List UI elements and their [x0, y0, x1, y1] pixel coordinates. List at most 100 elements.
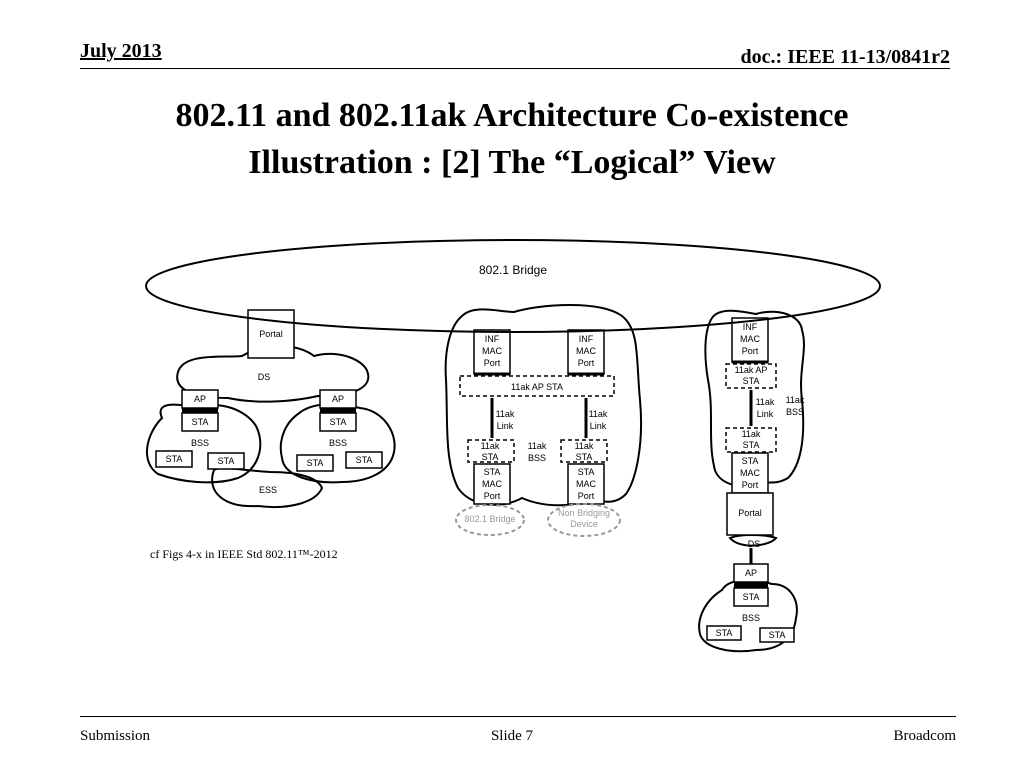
- r-link-l2: Link: [757, 409, 774, 419]
- bridge-ellipse: [145, 239, 881, 333]
- sta-mac-port-1: [473, 463, 511, 505]
- sta-mac-2-l3: Port: [578, 491, 595, 501]
- right-bss-cloud: [698, 579, 798, 653]
- ess-label: ESS: [259, 485, 277, 495]
- link-1-l1: 11ak: [496, 409, 515, 419]
- r-inf-l3: Port: [742, 346, 759, 356]
- right-boxes: [706, 317, 795, 643]
- header-divider: [80, 68, 950, 69]
- footer-left: Submission: [80, 728, 151, 744]
- r-inf-l2: MAC: [740, 334, 761, 344]
- bss-l2: BSS: [528, 453, 546, 463]
- r-stamac-l1: STA: [742, 456, 759, 466]
- footer-slide-number: Slide 7: [490, 728, 534, 744]
- r-apsta-l2: STA: [743, 376, 760, 386]
- right-thick-lines: [732, 360, 768, 589]
- sta-mac-2-l2: MAC: [576, 479, 597, 489]
- r-aksta-l2: STA: [743, 440, 760, 450]
- right-dashed: [725, 363, 777, 453]
- sta-box-bss1-b: [207, 452, 245, 470]
- inf-2-l1: INF: [579, 334, 594, 344]
- middle-labels: INF MAC Port INF MAC Port 11ak AP STA 11…: [464, 334, 610, 529]
- sta-box-bottom-b: [759, 627, 795, 643]
- sta-label-right: STA: [330, 417, 347, 427]
- ak-sta-box-2: [560, 439, 608, 463]
- bss-l1: 11ak: [528, 441, 547, 451]
- r-bss-label: BSS: [742, 613, 760, 623]
- portal-label: Portal: [259, 329, 283, 339]
- inf-mac-port-right: [731, 317, 769, 363]
- sta-mac-1-l2: MAC: [482, 479, 503, 489]
- inf-1-l2: MAC: [482, 346, 503, 356]
- sta-label-bss1-a: STA: [166, 454, 183, 464]
- r-link-l1: 11ak: [756, 397, 775, 407]
- ak-sta-1-l2: STA: [482, 452, 499, 462]
- slide-title: 802.11 and 802.11ak Architecture Co-exis…: [0, 92, 1024, 186]
- r-sta-label: STA: [743, 592, 760, 602]
- ak-sta-box-right: [725, 427, 777, 453]
- ds-cloud: [176, 345, 370, 403]
- left-ess-thick-lines: [182, 407, 356, 414]
- portal-box-right: [726, 492, 774, 536]
- sta-box-bottom-a: [706, 625, 742, 641]
- sta-box-bss2-a: [296, 454, 334, 472]
- bss-label-right: BSS: [329, 438, 347, 448]
- sta-label-left: STA: [192, 417, 209, 427]
- link-1-l2: Link: [497, 421, 514, 431]
- ap-sta-label: 11ak AP STA: [511, 382, 563, 392]
- r-ds-label: DS: [748, 539, 761, 549]
- r-stamac-l3: Port: [742, 480, 759, 490]
- r-sta-a-label: STA: [716, 628, 733, 638]
- link-2-l2: Link: [590, 421, 607, 431]
- sta-mac-1-l3: Port: [484, 491, 501, 501]
- left-ess-labels: Portal DS AP STA AP STA BSS BSS STA STA …: [166, 329, 373, 495]
- header-doc-id: doc.: IEEE 11-13/0841r2: [740, 46, 950, 68]
- nonbridging-l2: Device: [570, 519, 598, 529]
- sta-box-bss1-a: [155, 450, 193, 468]
- middle-thick-lines: [474, 372, 604, 438]
- figure-caption: cf Figs 4-x in IEEE Std 802.11™-2012: [150, 547, 338, 561]
- ap-sta-box: [459, 375, 615, 397]
- inf-2-l3: Port: [578, 358, 595, 368]
- middle-group: [444, 304, 643, 507]
- middle-boxes: [473, 329, 605, 505]
- ds-label: DS: [258, 372, 271, 382]
- inf-1-l3: Port: [484, 358, 501, 368]
- ap-label-left: AP: [194, 394, 206, 404]
- right-labels: INF MAC Port 11ak AP STA 11ak Link 11ak …: [716, 322, 805, 640]
- sta-mac-port-right: [731, 452, 769, 494]
- bridge-cloud-label: 802.1 Bridge: [464, 514, 515, 524]
- footer-divider: [80, 716, 956, 717]
- bridge-ellipse-label: 802.1 Bridge: [479, 263, 547, 277]
- inf-1-l1: INF: [485, 334, 500, 344]
- bridge-dash-cloud: [455, 504, 525, 536]
- r-portal-label: Portal: [738, 508, 762, 518]
- ak-sta-box-1: [467, 439, 515, 463]
- inf-2-l2: MAC: [576, 346, 597, 356]
- r-ap-label: AP: [745, 568, 757, 578]
- bss-label-left: BSS: [191, 438, 209, 448]
- sta-box-bss2-b: [345, 451, 383, 469]
- link-2-l1: 11ak: [589, 409, 608, 419]
- ap-label-right: AP: [332, 394, 344, 404]
- nonbridging-dash-cloud: [547, 503, 621, 537]
- sta-label-bss1-b: STA: [218, 456, 235, 466]
- title-line-2: Illustration : [2] The “Logical” View: [248, 144, 776, 181]
- sta-mac-2-l1: STA: [578, 467, 595, 477]
- sta-label-bss2-b: STA: [356, 455, 373, 465]
- r-bss-l2: BSS: [786, 407, 804, 417]
- r-apsta-l1: 11ak AP: [735, 365, 768, 375]
- r-aksta-l1: 11ak: [742, 429, 761, 439]
- ap-sta-box-right: [725, 363, 777, 389]
- ak-sta-2-l2: STA: [576, 452, 593, 462]
- r-sta-b-label: STA: [769, 630, 786, 640]
- middle-dashed: [459, 375, 615, 463]
- ak-sta-1-l1: 11ak: [481, 441, 500, 451]
- footer-right: Broadcom: [893, 728, 956, 744]
- r-inf-l1: INF: [743, 322, 758, 332]
- middle-dash-clouds: [455, 503, 621, 537]
- title-line-1: 802.11 and 802.11ak Architecture Co-exis…: [175, 97, 849, 134]
- r-bss-l1: 11ak: [786, 395, 805, 405]
- right-bridge-cloud: [704, 309, 805, 487]
